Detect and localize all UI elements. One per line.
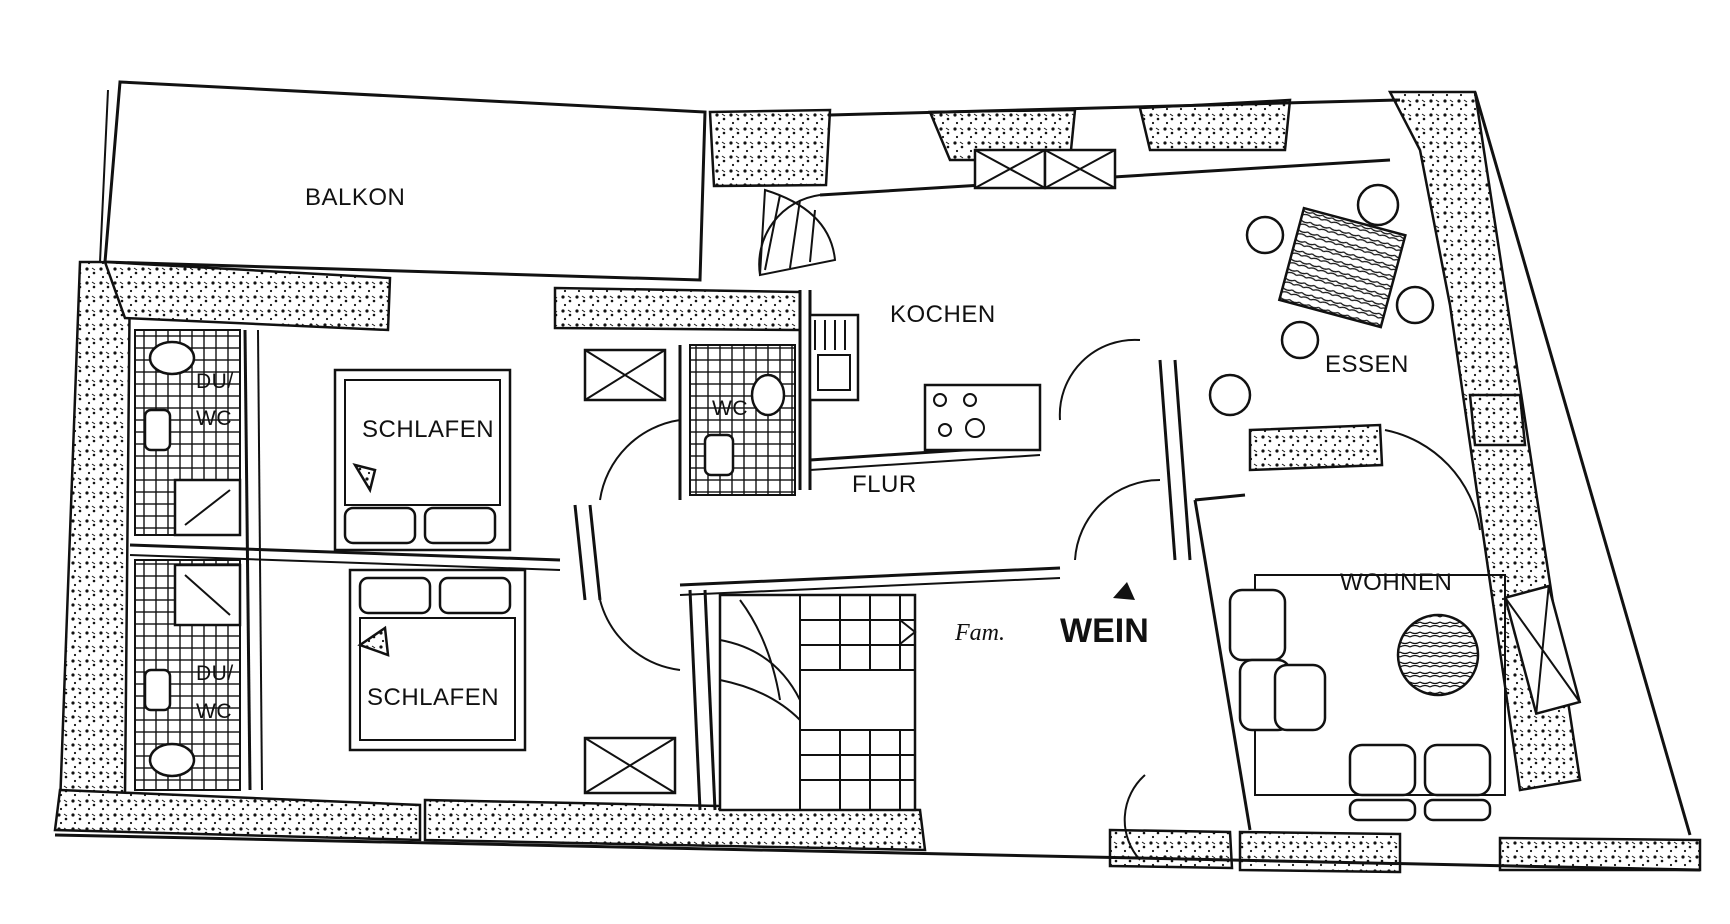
room-label-wc-small: WC <box>712 397 748 420</box>
room-label-wc-top: WC <box>196 407 232 430</box>
bed-top <box>333 368 512 552</box>
room-label-wc-bottom: WC <box>196 700 232 723</box>
room-label-schlafen-top: SCHLAFEN <box>362 416 494 443</box>
nameplate-prefix: Fam. <box>954 620 1005 646</box>
room-label-flur: FLUR <box>852 471 917 498</box>
nameplate: Fam. WEIN <box>954 612 1149 650</box>
room-label-kochen: KOCHEN <box>890 301 996 328</box>
nameplate-name: WEIN <box>1060 612 1149 650</box>
wc-small <box>689 344 796 496</box>
room-labels: BALKON KOCHEN ESSEN SCHLAFEN SCHLAFEN FL… <box>196 184 1452 723</box>
room-label-essen: ESSEN <box>1325 351 1409 378</box>
bed-bottom <box>348 568 527 752</box>
bathroom-bottom <box>134 559 242 791</box>
bathroom-top <box>134 329 242 537</box>
entrance-arrow-icon <box>1113 582 1135 600</box>
room-label-balkon: BALKON <box>305 184 405 211</box>
room-label-schlafen-bottom: SCHLAFEN <box>367 684 499 711</box>
dining-set <box>1208 183 1435 417</box>
windows <box>583 148 1582 795</box>
room-label-du-top: DU/ <box>196 370 234 393</box>
kitchen-counter <box>808 313 1042 452</box>
staircase-small <box>758 188 837 277</box>
staircase-main <box>718 593 917 812</box>
room-label-du-bottom: DU/ <box>196 662 234 685</box>
balcony <box>99 80 707 282</box>
living-furniture <box>1228 574 1506 822</box>
room-label-wohnen: WOHNEN <box>1340 569 1452 596</box>
